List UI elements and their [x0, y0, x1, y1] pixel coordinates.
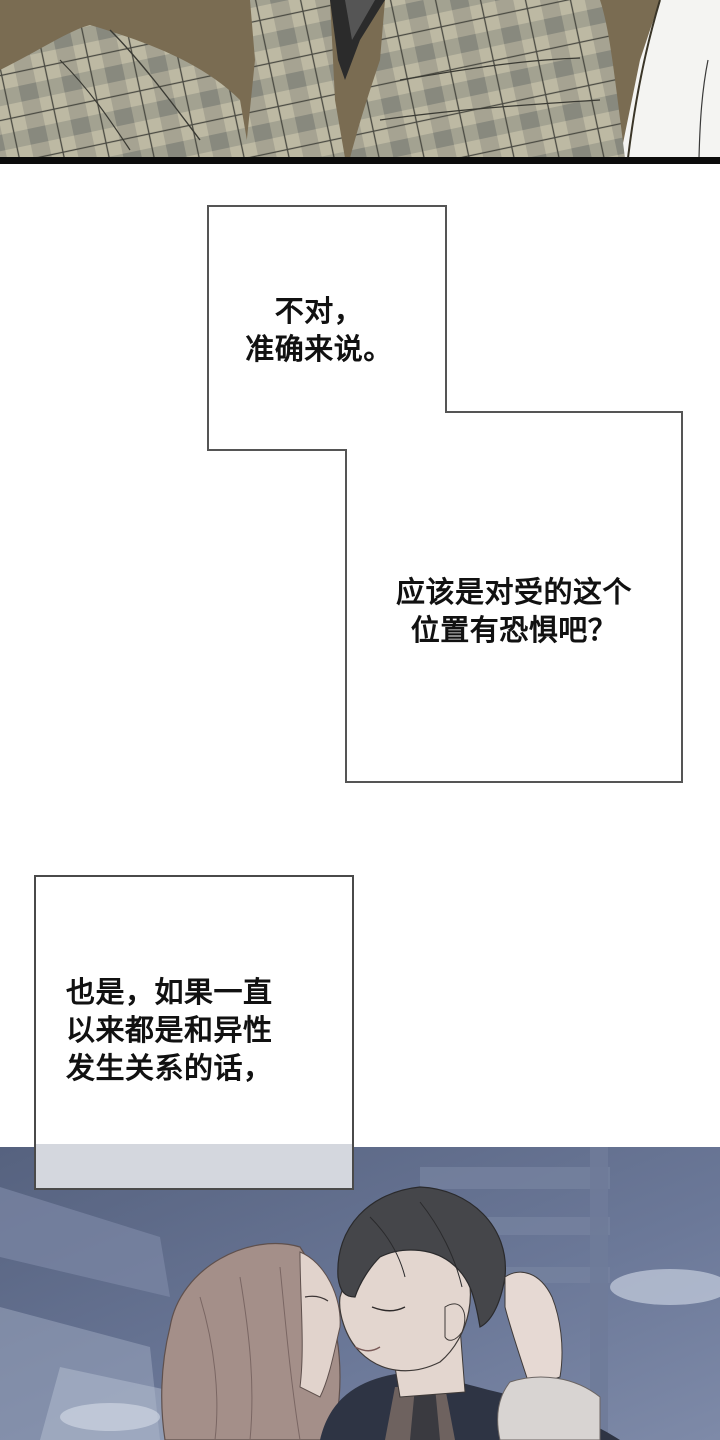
kiss-scene-illustration [0, 1147, 720, 1440]
top-comic-panel [0, 0, 720, 164]
narration-box: 也是，如果一直 以来都是和异性 发生关系的话， [34, 875, 354, 1190]
narration-text-heterosexual: 也是，如果一直 以来都是和异性 发生关系的话， [66, 975, 273, 1085]
bottom-comic-panel [0, 1147, 720, 1440]
plaid-shirt-illustration [0, 0, 720, 164]
box-overlap-shade [36, 1144, 352, 1188]
narration-text-fear-question: 应该是对受的这个 位置有恐惧吧？ [395, 575, 632, 647]
narration-text-correction: 不对， 准确来说。 [245, 294, 393, 366]
